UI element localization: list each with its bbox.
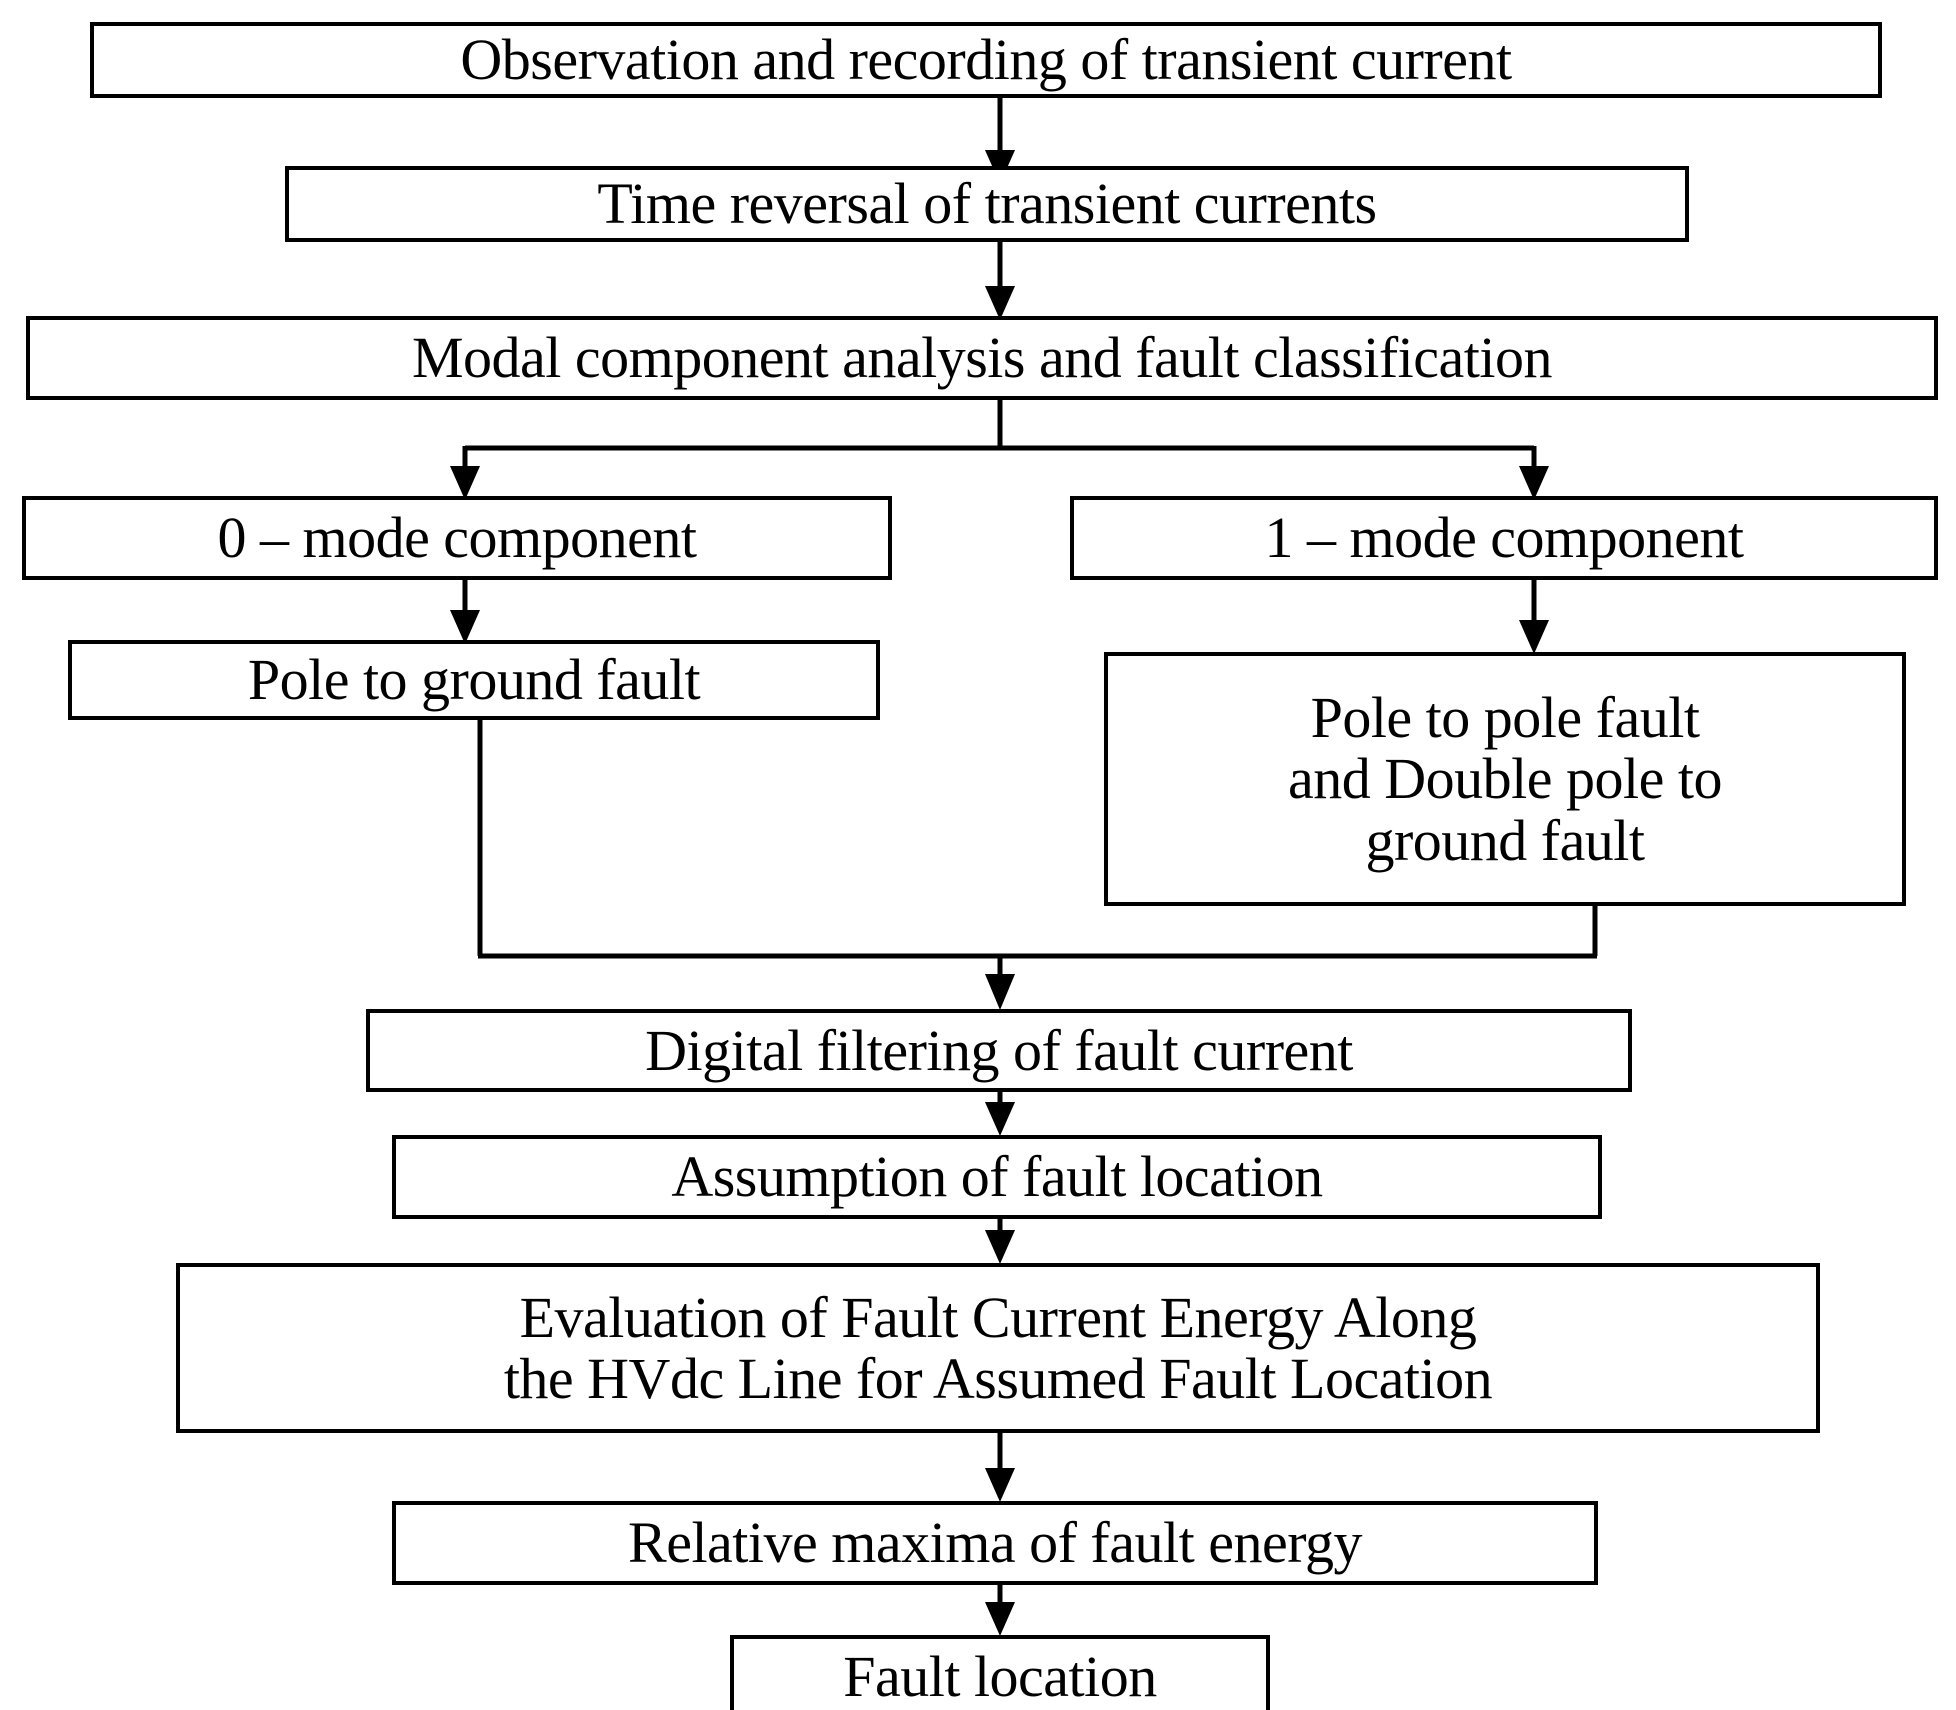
arrowhead-maxima xyxy=(985,1468,1015,1502)
arrowhead-fault-location xyxy=(985,1602,1015,1636)
node-digital-filtering[interactable]: Digital filtering of fault current xyxy=(366,1009,1632,1092)
arrowhead-modal xyxy=(985,286,1015,320)
node-0-mode-component[interactable]: 0 – mode component xyxy=(22,496,892,580)
node-1-mode-component[interactable]: 1 – mode component xyxy=(1070,496,1938,580)
arrowhead-pole-ground xyxy=(450,610,480,644)
node-assumption-of-fault-location[interactable]: Assumption of fault location xyxy=(392,1135,1602,1219)
node-fault-location[interactable]: Fault location xyxy=(730,1635,1270,1710)
arrowhead-evaluation xyxy=(985,1230,1015,1264)
node-pole-to-pole-fault[interactable]: Pole to pole fault and Double pole to gr… xyxy=(1104,652,1906,906)
node-relative-maxima[interactable]: Relative maxima of fault energy xyxy=(392,1501,1598,1585)
node-observation[interactable]: Observation and recording of transient c… xyxy=(90,22,1882,98)
node-modal-component-analysis[interactable]: Modal component analysis and fault class… xyxy=(26,316,1938,400)
arrowhead-mode1 xyxy=(1519,466,1549,500)
node-time-reversal[interactable]: Time reversal of transient currents xyxy=(285,166,1689,242)
arrowhead-mode0 xyxy=(450,466,480,500)
arrowhead-pole-pole xyxy=(1519,620,1549,654)
arrowhead-assumption xyxy=(985,1102,1015,1136)
arrowhead-filtering xyxy=(985,974,1015,1010)
node-evaluation-of-fault-current-energy[interactable]: Evaluation of Fault Current Energy Along… xyxy=(176,1263,1820,1433)
node-pole-to-ground-fault[interactable]: Pole to ground fault xyxy=(68,640,880,720)
